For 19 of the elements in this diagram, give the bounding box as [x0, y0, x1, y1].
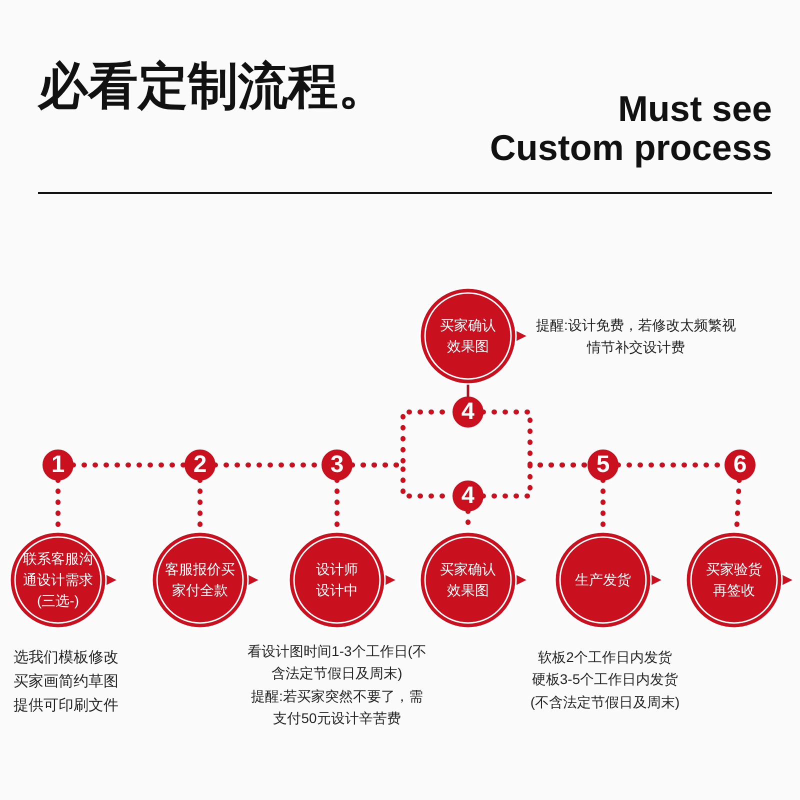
- note-text: 提醒:设计免费，若修改太频繁视情节补交设计费: [535, 316, 737, 358]
- note-text: 买家画简约草图: [14, 672, 118, 692]
- subtitle: Must see Custom process: [488, 88, 772, 168]
- note-text: 提醒:若买家突然不要了，需支付50元设计辛苦费: [250, 686, 424, 728]
- node-circle: 4: [452, 480, 484, 512]
- node-circle: 3: [322, 450, 352, 480]
- title: 必看定制流程。: [38, 57, 388, 116]
- node-circle: 1: [42, 450, 74, 480]
- node-circle: 4: [452, 396, 484, 428]
- note-text: 软板2个工作日内发货: [538, 648, 672, 667]
- note-text: 看设计图时间1-3个工作日(不含法定节假日及周末): [247, 642, 427, 684]
- note-text: 硬板3-5个工作日内发货: [532, 670, 678, 690]
- node-circle: 6: [724, 450, 756, 480]
- connector: [466, 384, 470, 397]
- note-text: 提供可印刷文件: [14, 696, 118, 716]
- node-circle: 2: [184, 450, 216, 480]
- note-text: (不含法定节假日及周末): [530, 692, 680, 712]
- node-circle: 5: [588, 450, 618, 480]
- note-text: 选我们模板修改: [14, 648, 118, 668]
